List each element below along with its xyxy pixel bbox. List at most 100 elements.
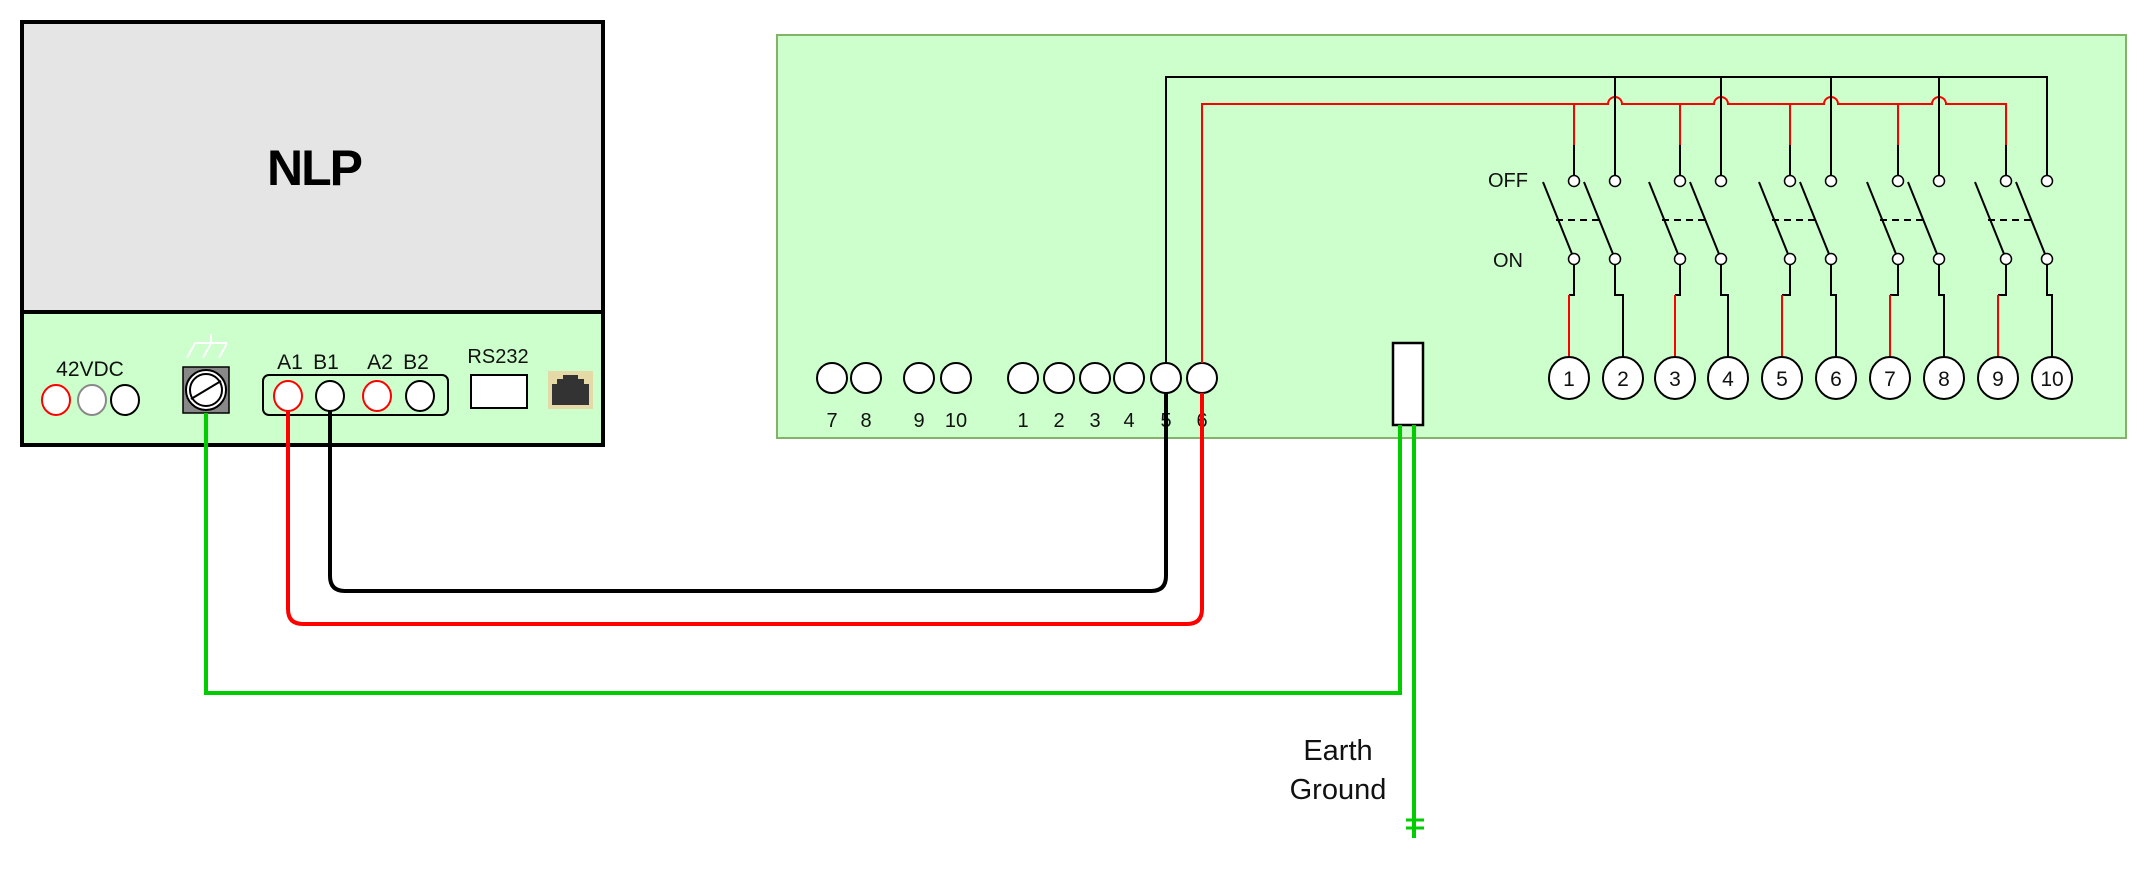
board-input-terminal[interactable]	[1079, 362, 1111, 394]
controller-top-panel	[20, 20, 605, 314]
wire-a1-to-terminal-6	[286, 393, 1204, 626]
board-input-terminal[interactable]	[940, 362, 972, 394]
dip-switch-3[interactable]	[1758, 77, 1838, 358]
dip-switch-2[interactable]	[1648, 77, 1729, 358]
switch-output	[1675, 264, 1681, 296]
rs232-label: RS232	[467, 346, 528, 368]
switch-lever[interactable]	[1648, 181, 1679, 255]
off-contact	[1824, 174, 1838, 188]
wire-chassis-ground	[204, 413, 1402, 695]
switch-output	[1998, 264, 2007, 296]
earth-label-line2: Ground	[1290, 774, 1387, 806]
power-terminal-positive[interactable]	[41, 384, 71, 416]
switch-lever[interactable]	[1907, 181, 1938, 255]
board-input-terminal-label: 1	[1017, 410, 1028, 432]
board-input-terminal-label: 8	[860, 410, 871, 432]
bus-terminal-block	[262, 374, 449, 416]
off-contact	[1714, 174, 1728, 188]
on-contact	[1783, 252, 1797, 266]
wire-b1-to-terminal-5	[328, 393, 1168, 593]
output-terminal[interactable]	[1707, 356, 1749, 400]
on-contact	[1714, 252, 1728, 266]
output-terminal[interactable]	[1761, 356, 1803, 400]
rs232-port[interactable]	[470, 374, 528, 409]
board-input-terminal-label: 2	[1053, 410, 1064, 432]
output-terminal[interactable]	[1869, 356, 1911, 400]
power-terminal-negative[interactable]	[110, 384, 140, 416]
controller-device: NLP 42VDC A1 B1 A2 B2 RS232	[20, 20, 605, 447]
dip-switch-5[interactable]	[1974, 77, 2054, 358]
on-contact	[2040, 252, 2054, 266]
off-contact	[1783, 174, 1797, 188]
board-input-terminal-label: 7	[826, 410, 837, 432]
output-terminal[interactable]	[1548, 356, 1590, 400]
board-input-terminal-label: 4	[1123, 410, 1134, 432]
off-contact	[1999, 174, 2013, 188]
board-input-terminal[interactable]	[1113, 362, 1145, 394]
output-terminal-label: 10	[2040, 368, 2063, 391]
earth-ground-block[interactable]	[1391, 341, 1425, 427]
on-contact	[1824, 252, 1838, 266]
bus-label-a2: A2	[367, 351, 393, 374]
off-contact	[1891, 174, 1905, 188]
board-input-terminal[interactable]	[850, 362, 882, 394]
off-contact	[1567, 174, 1581, 188]
switch-lever[interactable]	[1542, 181, 1573, 255]
switch-lever[interactable]	[1866, 181, 1897, 255]
switch-output	[2046, 264, 2053, 358]
internal-red-bus	[1201, 96, 2007, 363]
board-input-terminal[interactable]	[1007, 362, 1039, 394]
off-contact	[1932, 174, 1946, 188]
terminal-a2[interactable]	[362, 380, 392, 412]
earth-ground-icon	[1406, 818, 1424, 830]
off-contact	[1673, 174, 1687, 188]
board-input-terminal[interactable]	[1186, 362, 1218, 394]
output-terminal-label: 6	[1830, 368, 1842, 391]
ground-screw-terminal[interactable]	[182, 366, 230, 414]
off-contact	[2040, 174, 2054, 188]
board-input-terminal[interactable]	[816, 362, 848, 394]
switch-lever[interactable]	[2015, 181, 2046, 255]
switch-lever[interactable]	[1974, 181, 2005, 255]
output-terminal[interactable]	[2031, 356, 2073, 400]
output-terminal-label: 3	[1669, 368, 1681, 391]
dip-switch-1[interactable]	[1542, 77, 1624, 358]
output-terminal[interactable]	[1654, 356, 1696, 400]
output-terminal-label: 8	[1938, 368, 1950, 391]
rj45-port-icon[interactable]	[548, 371, 593, 409]
switch-output	[1890, 264, 1899, 296]
output-terminal-label: 2	[1617, 368, 1629, 391]
output-terminal[interactable]	[1977, 356, 2019, 400]
board-input-terminal[interactable]	[903, 362, 935, 394]
on-contact	[1608, 252, 1622, 266]
terminal-a1[interactable]	[273, 380, 303, 412]
switch-bank	[1542, 77, 2054, 358]
output-terminal[interactable]	[1602, 356, 1644, 400]
switch-output	[1569, 264, 1575, 296]
board-input-terminal[interactable]	[1043, 362, 1075, 394]
dip-switch-4[interactable]	[1866, 77, 1946, 358]
switch-output	[1830, 264, 1837, 358]
terminal-b2[interactable]	[405, 380, 435, 412]
board-input-terminal-label: 9	[913, 410, 924, 432]
switch-lever[interactable]	[1583, 181, 1614, 255]
off-label: OFF	[1488, 170, 1528, 192]
board-input-terminal-label: 10	[945, 410, 967, 432]
output-terminal[interactable]	[1923, 356, 1965, 400]
output-terminal[interactable]	[1815, 356, 1857, 400]
power-label: 42VDC	[56, 358, 124, 381]
terminal-b1[interactable]	[315, 380, 345, 412]
switch-lever[interactable]	[1799, 181, 1830, 255]
nlp-logo: NLP	[267, 140, 362, 196]
bus-label-b2: B2	[403, 351, 429, 374]
output-terminal-label: 1	[1563, 368, 1575, 391]
board-input-terminal[interactable]	[1150, 362, 1182, 394]
switch-lever[interactable]	[1758, 181, 1789, 255]
on-contact	[1999, 252, 2013, 266]
output-terminal-label: 7	[1884, 368, 1896, 391]
switch-lever[interactable]	[1689, 181, 1720, 255]
output-terminal-label: 9	[1992, 368, 2004, 391]
power-terminal-ground[interactable]	[77, 384, 107, 416]
